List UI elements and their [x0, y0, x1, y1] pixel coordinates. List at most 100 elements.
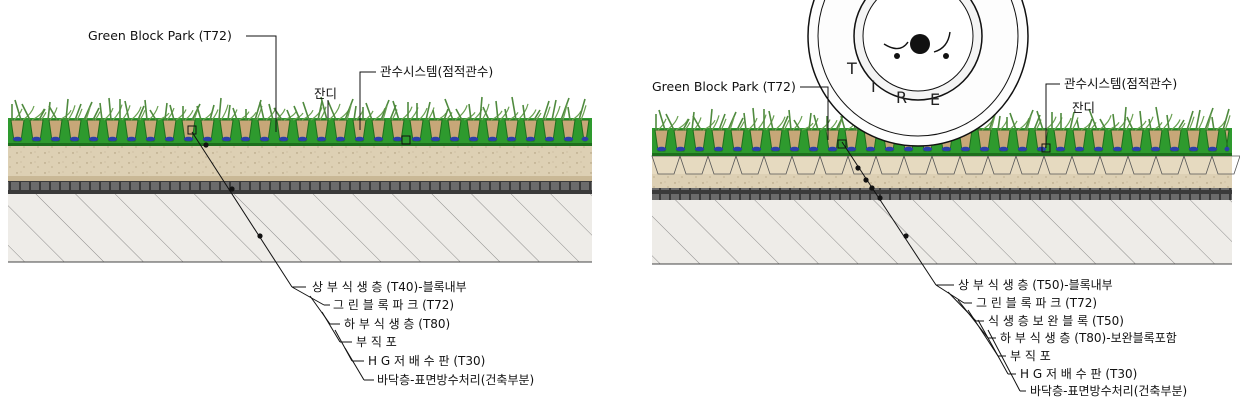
block-cell — [806, 129, 821, 152]
grass-blade — [752, 107, 756, 131]
block-cell-base — [278, 136, 289, 142]
grass-blade — [727, 111, 737, 131]
block-cell — [787, 129, 802, 152]
block-cell — [1015, 129, 1030, 152]
grass-blade — [1155, 106, 1161, 131]
block-cell-base — [525, 136, 536, 142]
supplement-base — [652, 156, 1232, 174]
grass-blade — [482, 106, 490, 121]
grass-blade — [443, 108, 449, 121]
left-green-block-band — [8, 118, 592, 146]
grass-blade — [560, 97, 570, 121]
block-cell — [295, 119, 310, 142]
grass-blade — [327, 100, 337, 121]
block-cell-base — [88, 136, 99, 142]
grass-blade — [184, 109, 194, 121]
block-cell — [485, 119, 500, 142]
grass-blade — [511, 96, 517, 121]
block-cell — [977, 129, 992, 152]
block-cell-base — [751, 146, 762, 152]
grass-blade — [229, 109, 238, 121]
grass-blade — [1204, 107, 1214, 131]
block-cell-base — [221, 136, 232, 142]
grass-blade — [692, 115, 702, 131]
block-cell-base — [1224, 146, 1230, 152]
grass-blade — [1211, 116, 1215, 131]
block-cell — [10, 119, 25, 142]
block-cell — [124, 119, 139, 142]
block-cell-base — [827, 146, 838, 152]
grass-blade — [1179, 122, 1186, 131]
right-legend-item: 식 생 층 보 완 블 록 (T50) — [988, 314, 1124, 328]
grass-blade — [1036, 110, 1044, 131]
grass-blade — [788, 109, 792, 131]
grass-blade — [38, 108, 46, 121]
block-cell — [390, 119, 405, 142]
grass-blade — [738, 121, 745, 131]
grass-blade — [756, 114, 767, 131]
grass-blade — [1195, 109, 1201, 131]
grass-blade — [445, 112, 453, 121]
grass-blade — [380, 99, 390, 121]
tire-letter: I — [871, 77, 878, 96]
block-cell — [105, 119, 120, 142]
block-cell — [29, 119, 44, 142]
block-cell-base — [789, 146, 800, 152]
block-cell — [768, 129, 783, 152]
block-cell — [654, 129, 669, 152]
grass-blade — [94, 111, 101, 121]
grass-blade — [1071, 117, 1079, 131]
block-cell-base — [675, 146, 686, 152]
block-cell-base — [107, 136, 118, 142]
left-title-leader — [246, 35, 277, 132]
right-legend-item: 상 부 식 생 층 (T50)-블록내부 — [958, 278, 1113, 292]
grass-blade — [130, 106, 142, 121]
grass-blade — [444, 98, 454, 121]
block-cell-base — [1150, 146, 1161, 152]
grass-blade — [808, 112, 812, 131]
grass-blade — [99, 102, 103, 121]
grass-blade — [454, 105, 468, 121]
grass-blade — [48, 105, 58, 121]
grass-blade — [1088, 108, 1098, 131]
block-cell — [200, 119, 215, 142]
block-cell-base — [1112, 146, 1123, 152]
left-lower-soil — [8, 146, 592, 181]
grass-blade — [259, 101, 265, 121]
block-cell — [749, 129, 764, 152]
tire-letter: T — [846, 59, 859, 78]
grass-blade — [1098, 115, 1112, 131]
grass-blade — [292, 112, 304, 121]
block-cell-base — [544, 136, 555, 142]
block-cell — [466, 119, 481, 142]
block-cell — [48, 119, 63, 142]
grass-blade — [211, 109, 219, 121]
grass-blade — [1062, 117, 1072, 131]
block-cell — [692, 129, 707, 152]
grass-blade — [432, 109, 436, 121]
block-cell-base — [297, 136, 308, 142]
block-cell-base — [1169, 146, 1180, 152]
block-cell-base — [979, 146, 990, 152]
block-cell — [1148, 129, 1163, 152]
grass-blade — [14, 99, 22, 121]
grass-blade — [220, 104, 229, 121]
block-cell-base — [240, 136, 251, 142]
grass-blade — [302, 101, 310, 121]
grass-blade — [535, 112, 542, 121]
grass-blade — [720, 118, 727, 131]
right-lower-soil — [652, 174, 1232, 188]
grass-blade — [1222, 108, 1230, 131]
grass-blade — [427, 107, 435, 121]
block-cell-base — [145, 136, 156, 142]
grass-blade — [567, 106, 571, 121]
grass-blade — [1099, 118, 1107, 131]
block-cell — [844, 129, 859, 152]
block-cell-base — [430, 136, 441, 142]
grass-blade — [682, 118, 690, 131]
grass-blade — [1076, 119, 1080, 131]
grass-blade — [1139, 110, 1143, 131]
grass-blade — [1206, 114, 1212, 131]
grass-blade — [1024, 109, 1034, 131]
